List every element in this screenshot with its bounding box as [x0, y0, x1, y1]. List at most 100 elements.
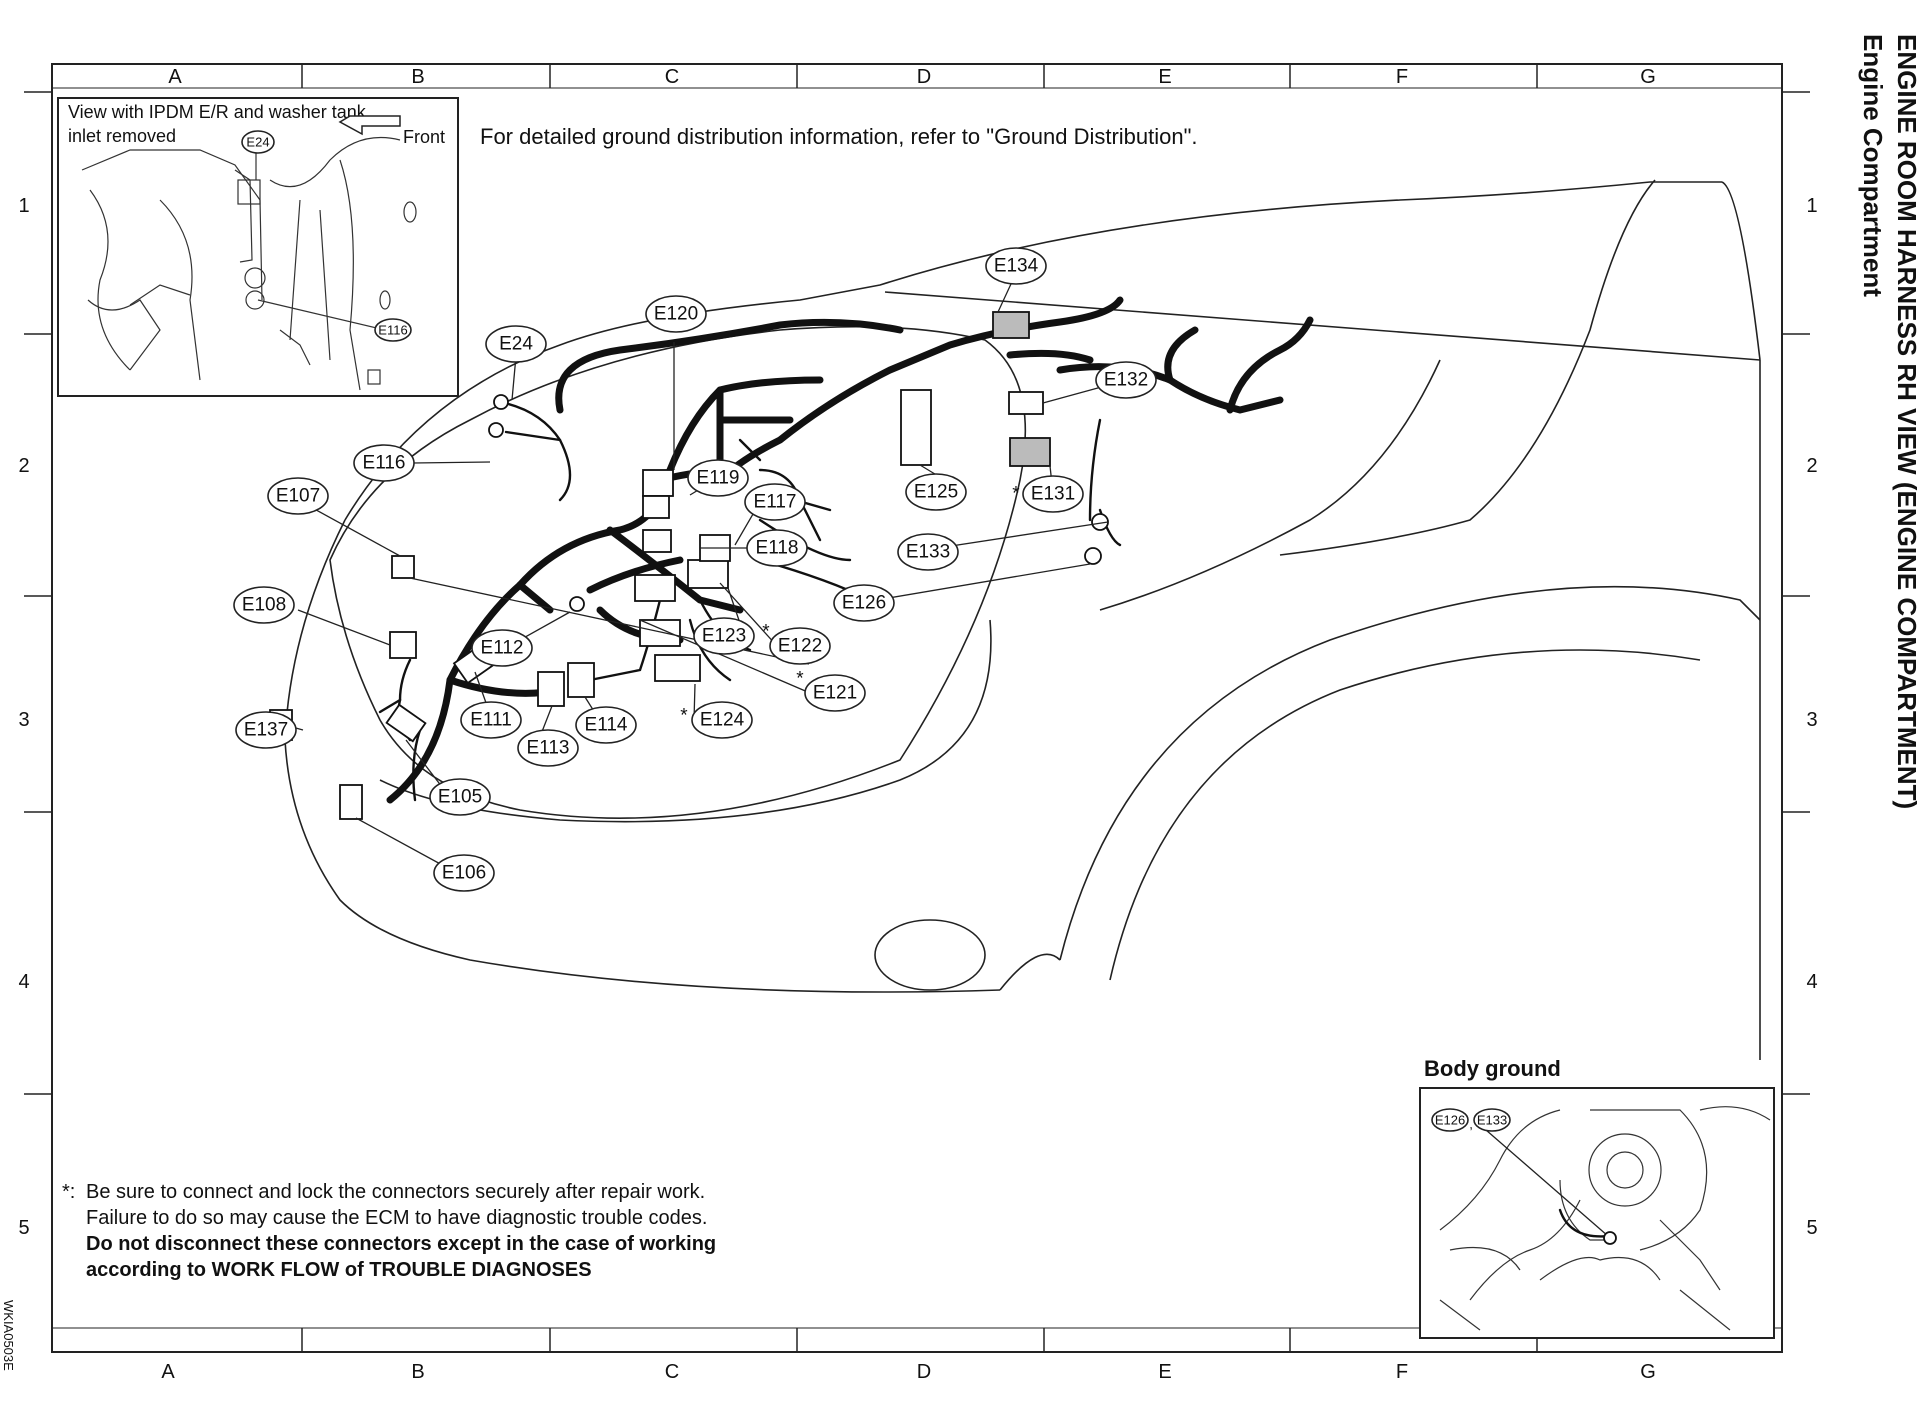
label-e116: E116 — [363, 453, 406, 474]
label-e131: E131 — [1031, 484, 1075, 505]
row-label-1-left: 1 — [18, 195, 29, 217]
label-e111: E111 — [470, 710, 512, 731]
col-label-b-top: B — [411, 66, 424, 88]
col-label-b-bottom: B — [411, 1361, 424, 1383]
connector-e112-body — [634, 574, 676, 602]
label-e120: E120 — [654, 304, 698, 325]
body-ground-title: Body ground — [1424, 1056, 1561, 1081]
connector-e121-body — [639, 619, 681, 647]
col-label-e-top: E — [1158, 66, 1171, 88]
row-label-1-right: 1 — [1806, 195, 1817, 217]
harness-trunk — [386, 296, 1314, 804]
row-label-4-left: 4 — [18, 971, 29, 993]
connector-e108-body — [389, 631, 417, 659]
connector-e120-body — [642, 495, 670, 519]
label-e105: E105 — [438, 787, 482, 808]
body-ground-label-e133: E133 — [1477, 1113, 1507, 1128]
inset-label-e24-bubble — [241, 130, 275, 154]
label-e122: E122 — [778, 636, 822, 657]
page-title: ENGINE ROOM HARNESS RH VIEW (ENGINE COMP… — [1892, 34, 1920, 809]
row-label-3-right: 3 — [1806, 709, 1817, 731]
label-e119: E119 — [697, 468, 740, 489]
label-e126: E126 — [842, 593, 886, 614]
inset-ipdm-view: View with IPDM E/R and washer tank inlet… — [57, 97, 459, 397]
body-ground-label-e126: E126 — [1435, 1113, 1465, 1128]
harness-branches — [378, 400, 1122, 802]
connector-e124-body — [654, 654, 701, 682]
connector-e123-body — [687, 559, 729, 589]
car-outline — [284, 179, 1761, 1060]
row-label-2-right: 2 — [1806, 455, 1817, 477]
col-label-d-bottom: D — [917, 1361, 931, 1383]
row-label-4-right: 4 — [1806, 971, 1817, 993]
connector-e113-body — [537, 671, 565, 707]
label-e134: E134 — [994, 256, 1039, 277]
label-e123: E123 — [702, 626, 746, 647]
connector-e106-body — [339, 784, 363, 820]
col-label-e-bottom: E — [1158, 1361, 1171, 1383]
inset-label-e24: E24 — [246, 135, 269, 150]
connector-e132-body — [1008, 391, 1044, 415]
connector-labels: E24 E116 E107 E108 E137 E105 E106 E111 E… — [233, 247, 1157, 892]
col-label-a-top: A — [168, 66, 182, 88]
label-e121-star: * — [796, 669, 804, 690]
frame: A B C D E F G A B C D E F G 1 2 3 4 5 1 … — [18, 63, 1818, 1383]
ground-distribution-note: For detailed ground distribution informa… — [480, 124, 1198, 149]
col-label-g-top: G — [1640, 66, 1656, 88]
row-label-5-right: 5 — [1806, 1217, 1817, 1239]
label-e118: E118 — [756, 538, 799, 559]
connector-e24-eyelet — [493, 394, 509, 410]
connector-e112-eyelet — [569, 596, 585, 612]
footnote-line4: according to WORK FLOW of TROUBLE DIAGNO… — [86, 1259, 592, 1281]
footnote-line2: Failure to do so may cause the ECM to ha… — [86, 1207, 707, 1229]
row-label-3-left: 3 — [18, 709, 29, 731]
label-e131-star: * — [1012, 484, 1020, 505]
label-e117: E117 — [754, 492, 797, 513]
label-e132: E132 — [1104, 370, 1148, 391]
connector-e131-body — [1009, 437, 1051, 467]
inset-caption-line2: inlet removed — [68, 126, 176, 146]
connector-shapes — [269, 311, 1109, 820]
row-label-5-left: 5 — [18, 1217, 29, 1239]
footnote-line3: Do not disconnect these connectors excep… — [86, 1233, 716, 1255]
connector-e126-eyelet — [1084, 547, 1102, 565]
label-e114: E114 — [585, 715, 628, 736]
connector-e119-body — [642, 469, 674, 497]
ground-wire — [1558, 1208, 1612, 1238]
col-label-c-bottom: C — [665, 1361, 679, 1383]
inset-front-label: Front — [403, 127, 445, 147]
connector-e114-body — [567, 662, 595, 698]
connector-e107-body — [391, 555, 415, 579]
ground-leader — [1485, 1129, 1609, 1237]
ground-bolt-icon — [1603, 1231, 1617, 1245]
footnote-star: *: — [62, 1181, 75, 1203]
label-e124-star: * — [680, 706, 688, 727]
label-e107: E107 — [276, 486, 320, 507]
label-e121: E121 — [813, 683, 857, 704]
inset-label-e116: E116 — [378, 323, 407, 338]
connector-e118-body — [642, 529, 672, 553]
col-label-c-top: C — [665, 66, 679, 88]
col-label-d-top: D — [917, 66, 931, 88]
inset-caption-line1: View with IPDM E/R and washer tank — [68, 102, 367, 122]
connector-e116-eyelet — [488, 422, 504, 438]
footnote: *: Be sure to connect and lock the conne… — [62, 1181, 716, 1281]
body-ground-inset: Body ground E126 , E133 — [1419, 1056, 1775, 1339]
body-ground-label-comma: , — [1469, 1117, 1473, 1132]
label-e113: E113 — [527, 738, 570, 759]
label-e108: E108 — [242, 595, 286, 616]
connector-e125-body — [900, 389, 932, 466]
label-e133: E133 — [906, 542, 950, 563]
label-e125: E125 — [914, 482, 958, 503]
connector-e105-body — [385, 703, 427, 743]
footnote-line1: Be sure to connect and lock the connecto… — [86, 1181, 705, 1203]
col-label-f-top: F — [1396, 66, 1408, 88]
label-e106: E106 — [442, 863, 486, 884]
col-label-f-bottom: F — [1396, 1361, 1408, 1383]
connector-e134-body — [992, 311, 1030, 339]
row-label-2-left: 2 — [18, 455, 29, 477]
front-arrow-icon — [338, 115, 401, 136]
label-e124: E124 — [700, 710, 745, 731]
figure-id: WKIA0503E — [1, 1300, 16, 1371]
inset-label-e116-bubble — [374, 318, 412, 342]
